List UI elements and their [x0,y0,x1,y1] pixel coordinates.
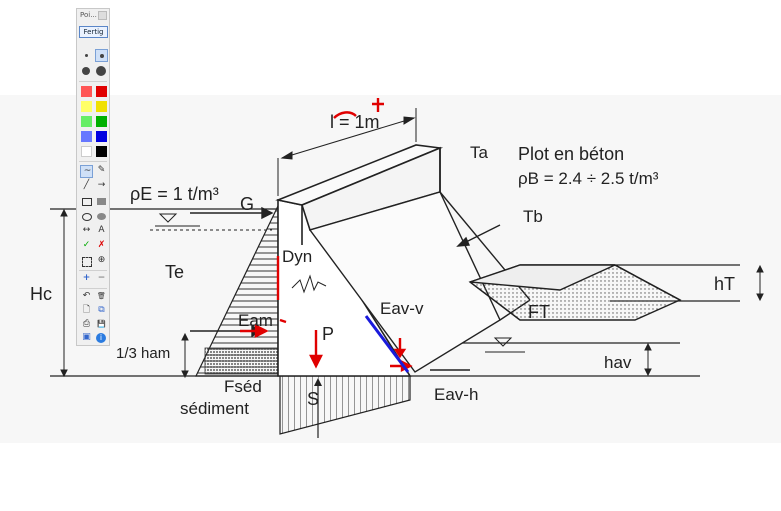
select-area-tool[interactable] [80,255,93,268]
copy-icon: ⧉ [98,305,105,315]
trash-icon: 🗑 [97,292,106,300]
new-page-icon: 🗋 [82,305,91,315]
sediment-block [204,347,279,375]
annotation-toolbar: Poi... Fertig ~ ✎ ╱ → ↔ A ✓ ✗ ⊕ + − ↶ 🗑 … [76,8,110,346]
check-stamp-tool[interactable]: ✓ [80,240,93,253]
large-pen-size[interactable] [80,65,93,78]
print-icon: ⎙ [82,319,91,329]
undo-button[interactable]: ↶ [80,291,93,304]
label-te: Te [165,262,184,282]
info-button[interactable]: i [95,332,108,345]
width-dimension [277,108,417,196]
label-fsed: Fséd [224,377,262,396]
done-button[interactable]: Fertig [79,26,108,38]
picture-icon: ▣ [82,332,91,342]
color-blue[interactable] [96,131,107,142]
color-yellow[interactable] [96,101,107,112]
label-ta: Ta [470,143,489,162]
save-button[interactable]: 💾 [95,319,108,332]
color-light-yellow[interactable] [81,101,92,112]
undo-icon: ↶ [82,291,91,301]
arrow-tool[interactable]: → [95,180,108,193]
label-g: G [240,194,254,214]
label-hav: hav [604,353,632,372]
medium-pen-size[interactable] [95,49,108,62]
small-pen-size[interactable] [80,49,93,62]
label-sediment: sédiment [180,399,249,418]
minus-icon: − [97,273,106,283]
height-dimension-hc [60,208,68,378]
xlarge-pen-size[interactable] [95,65,108,78]
info-icon: i [96,333,106,343]
label-ft: FT [528,302,550,322]
color-red[interactable] [96,86,107,97]
insert-picture-button[interactable]: ▣ [80,332,93,345]
ht-dimension [756,264,764,302]
cross-stamp-tool[interactable]: ✗ [95,240,108,253]
label-eam: Eam [238,311,273,330]
zoom-in-button[interactable]: + [80,273,93,286]
toolbar-title: Poi... [80,11,97,19]
delete-button[interactable]: 🗑 [95,291,108,304]
label-tb: Tb [523,207,543,226]
color-light-red[interactable] [81,86,92,97]
hav-dimension [644,342,652,377]
toolbar-close-button[interactable] [98,11,107,20]
label-rho-e: ρE = 1 t/m³ [130,184,219,204]
freehand-pen-tool[interactable]: ~ [80,165,93,178]
label-plot-en-beton: Plot en béton [518,144,624,164]
label-s: S [307,389,319,409]
double-arrow-icon: ↔ [82,225,91,235]
label-one-third-ham: 1/3 ham [116,345,170,362]
pencil-tool[interactable]: ✎ [97,165,106,175]
color-light-blue[interactable] [81,131,92,142]
filled-ellipse-tool[interactable] [95,210,108,223]
label-dyn: Dyn [282,247,312,266]
dynamic-load-symbol [291,274,327,294]
label-hc: Hc [30,284,52,304]
filled-rectangle-tool[interactable] [95,195,108,208]
diagram-labels: l = 1m Ta Plot en béton ρB = 2.4 ÷ 2.5 t… [30,112,735,418]
zoom-out-button[interactable]: − [95,273,108,286]
save-icon: 💾 [97,320,106,328]
copy-button[interactable]: ⧉ [95,305,108,318]
label-ht: hT [714,274,735,294]
check-icon: ✓ [82,240,91,250]
label-rho-b: ρB = 2.4 ÷ 2.5 t/m³ [518,169,659,188]
blue-annotation [364,315,410,373]
zoom-tool[interactable]: ⊕ [95,255,108,268]
arrow-icon: → [97,180,106,190]
print-button[interactable]: ⎙ [80,319,93,332]
third-height-dimension [181,332,189,379]
color-black[interactable] [96,146,107,157]
downstream-prism [468,264,682,321]
downstream-water-level [485,337,525,353]
label-eav-v: Eav-v [380,299,424,318]
line-tool[interactable]: ╱ [83,180,90,190]
uplift-pressure-diagram [279,375,411,438]
text-tool[interactable]: A [95,225,108,238]
rectangle-tool[interactable] [80,195,93,208]
label-p: P [322,324,334,344]
color-light-green[interactable] [81,116,92,127]
color-green[interactable] [96,116,107,127]
cross-icon: ✗ [97,240,106,250]
upstream-water-level [150,213,272,231]
ellipse-tool[interactable] [80,210,93,223]
color-white[interactable] [81,146,92,157]
label-eav-h: Eav-h [434,385,478,404]
plus-icon: + [82,273,91,283]
zoom-icon: ⊕ [97,255,106,265]
width-label: l = 1m [330,112,380,132]
text-icon: A [98,225,105,235]
new-page-button[interactable]: 🗋 [80,305,93,318]
double-arrow-tool[interactable]: ↔ [80,225,93,238]
